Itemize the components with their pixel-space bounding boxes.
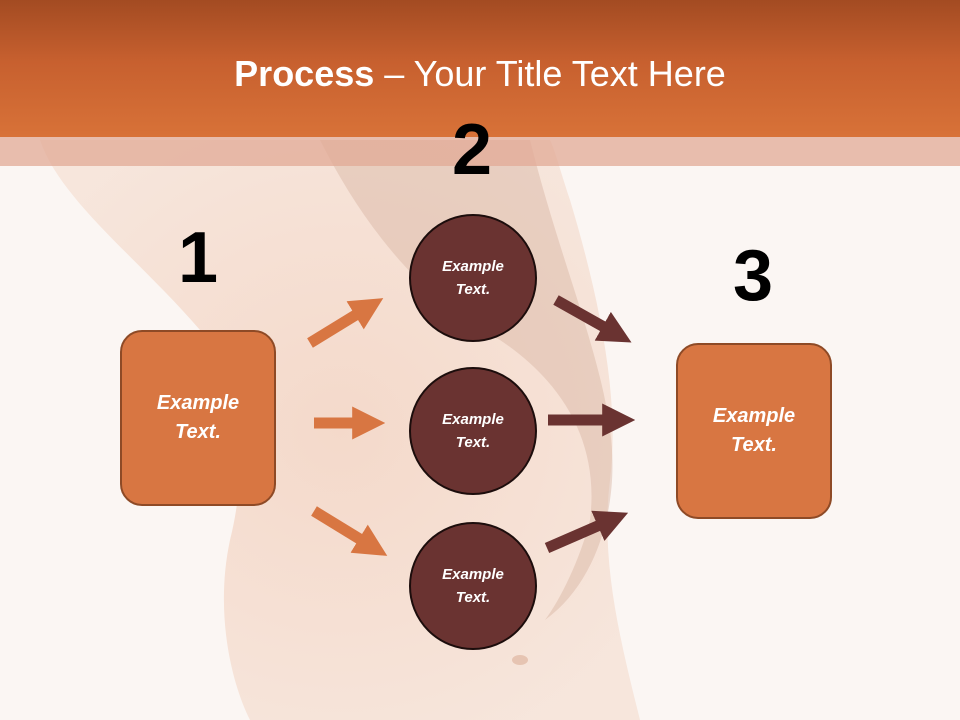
circle-bottom-label: Example Text. (442, 566, 504, 606)
circle-top: Example Text. (409, 214, 537, 342)
circle-top-label: Example Text. (442, 258, 504, 298)
arrow-left-to-top (307, 298, 384, 348)
page-title: Process – Your Title Text Here (0, 52, 960, 96)
step-number-2: 2 (451, 110, 493, 190)
title-header-bar (0, 0, 960, 137)
arrow-left-to-bottom (311, 506, 388, 556)
arrow-bottom-to-right (544, 510, 629, 554)
right-box-label: Example Text. (712, 405, 796, 456)
arrow-top-to-right (553, 295, 632, 343)
circle-bottom: Example Text. (409, 522, 537, 650)
left-box-label: Example Text. (156, 392, 240, 443)
left-box: Example Text. (120, 330, 276, 506)
step-number-1: 1 (177, 218, 219, 298)
title-bold: Process (234, 53, 375, 94)
header-accent-band (0, 137, 960, 166)
circle-middle-label: Example Text. (442, 411, 504, 451)
title-rest: – Your Title Text Here (374, 53, 726, 94)
right-box: Example Text. (676, 343, 832, 519)
step-number-3: 3 (732, 236, 774, 316)
circle-middle: Example Text. (409, 367, 537, 495)
